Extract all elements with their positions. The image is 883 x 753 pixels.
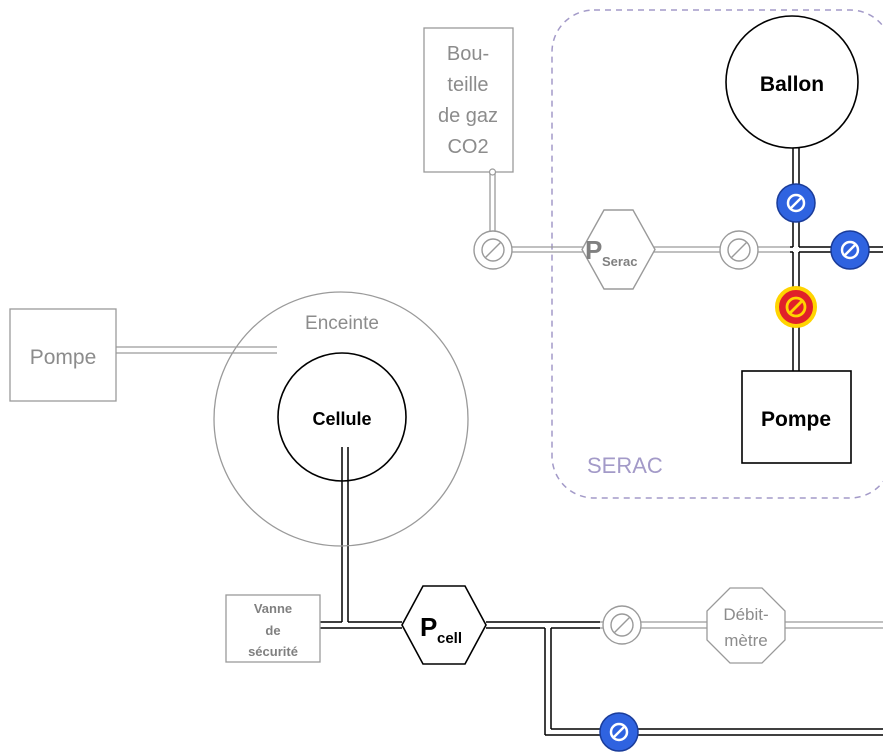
valve-serac-right[interactable] xyxy=(830,230,870,270)
svg-text:P: P xyxy=(420,612,437,642)
svg-text:mètre: mètre xyxy=(724,631,767,650)
valve-serac-left[interactable] xyxy=(719,230,759,270)
svg-text:cell: cell xyxy=(437,630,462,647)
svg-text:Vanne: Vanne xyxy=(254,601,292,616)
svg-text:Bou-: Bou- xyxy=(447,43,489,65)
debitmetre-box xyxy=(706,587,786,664)
svg-text:Serac: Serac xyxy=(602,254,637,269)
serac-pump-box xyxy=(741,370,852,464)
ballon-vessel xyxy=(725,15,859,149)
p-serac-sensor: P Serac xyxy=(581,209,656,290)
enceinte-label: Enceinte xyxy=(305,313,379,334)
gas-bottle-label: Bou- teille de gaz CO2 xyxy=(438,43,498,158)
valve-bottom-line[interactable] xyxy=(599,712,639,752)
valve-debitmetre[interactable] xyxy=(602,605,642,645)
debitmetre-label: Débit- mètre xyxy=(723,605,768,650)
safety-valve-box xyxy=(225,594,321,663)
left-pump-label: Pompe xyxy=(30,346,97,369)
p-cell-sensor: P cell xyxy=(401,585,487,665)
safety-valve-label: Vanne de sécurité xyxy=(248,601,298,659)
serac-region-label: SERAC xyxy=(587,453,663,478)
valve-ballon[interactable] xyxy=(776,183,816,223)
svg-text:P: P xyxy=(585,235,602,265)
svg-text:de gaz: de gaz xyxy=(438,105,498,127)
svg-text:de: de xyxy=(265,623,280,638)
cellule-label: Cellule xyxy=(312,409,371,429)
serac-pump-label: Pompe xyxy=(761,408,831,431)
ballon-label: Ballon xyxy=(760,73,824,96)
svg-text:teille: teille xyxy=(447,74,488,96)
left-pump-box xyxy=(9,308,117,402)
valve-serac-pump[interactable] xyxy=(775,286,817,328)
enceinte-chamber xyxy=(213,291,469,547)
svg-text:sécurité: sécurité xyxy=(248,644,298,659)
svg-text:CO2: CO2 xyxy=(447,136,488,158)
svg-text:Débit-: Débit- xyxy=(723,605,768,624)
gas-bottle-box xyxy=(423,27,514,173)
valve-gas-line[interactable] xyxy=(473,230,513,270)
